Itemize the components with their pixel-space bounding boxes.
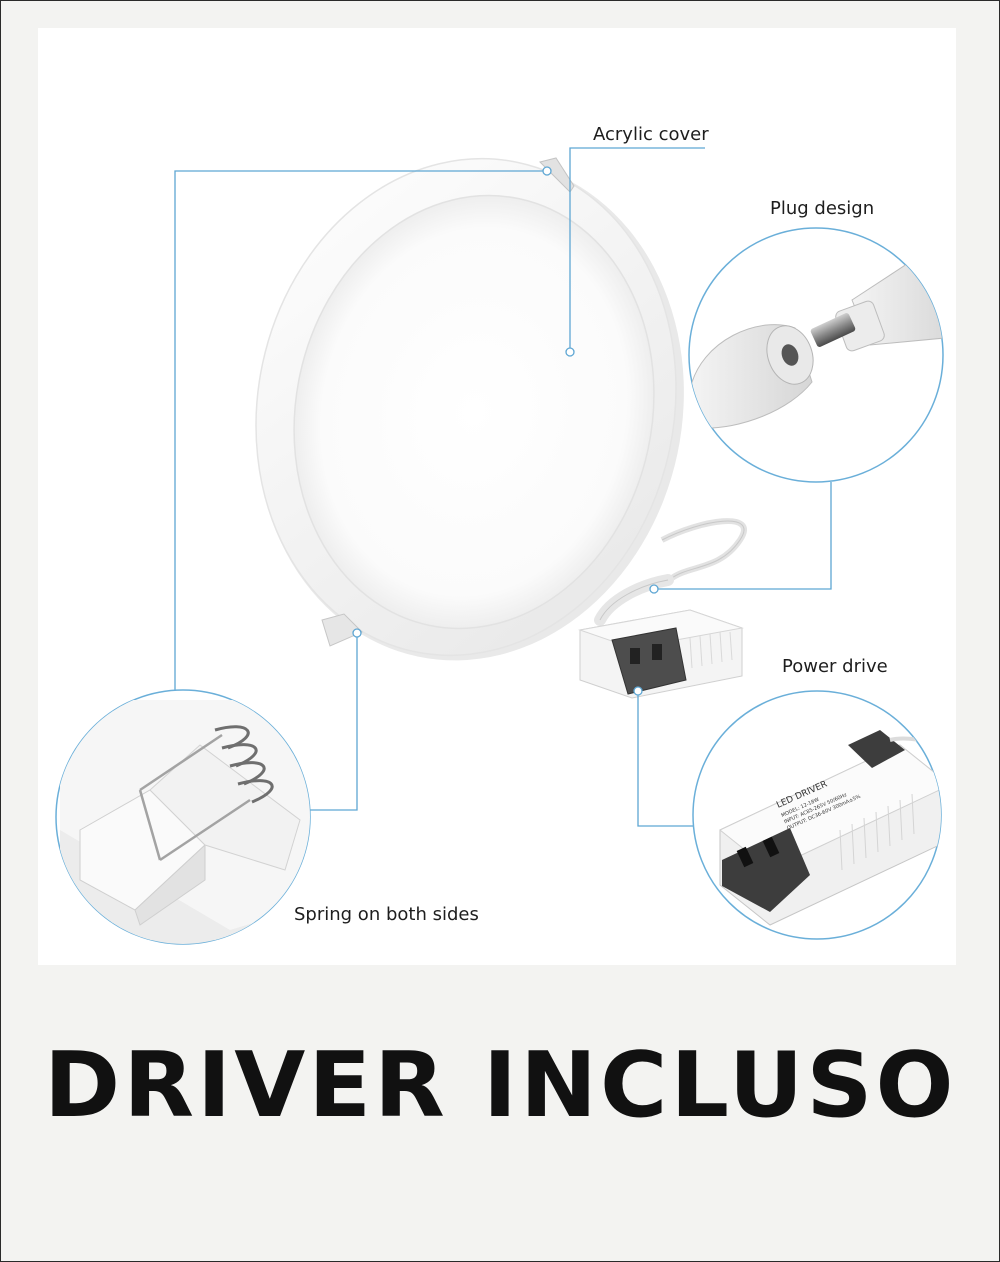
banner: DRIVER INCLUSO: [0, 1030, 1000, 1140]
callout-plug-design: Plug design: [770, 198, 875, 219]
leader-lines: [174, 147, 832, 827]
banner-text: DRIVER INCLUSO: [43, 1032, 957, 1138]
plug-detail-circle: [688, 227, 944, 483]
callout-power-drive: Power drive: [782, 656, 888, 677]
callout-acrylic-cover: Acrylic cover: [593, 124, 709, 145]
led-panel: [255, 157, 684, 661]
driver-box: [578, 609, 744, 699]
photo-watermark: [320, 12, 740, 52]
power-cable: [594, 518, 747, 626]
callout-spring: Spring on both sides: [294, 904, 479, 925]
driver-detail-circle: LED DRIVER MODEL: 12-18W INPUT: AC85-265…: [692, 690, 942, 940]
leader-dots: [352, 166, 659, 696]
spring-detail-circle: [55, 689, 311, 945]
